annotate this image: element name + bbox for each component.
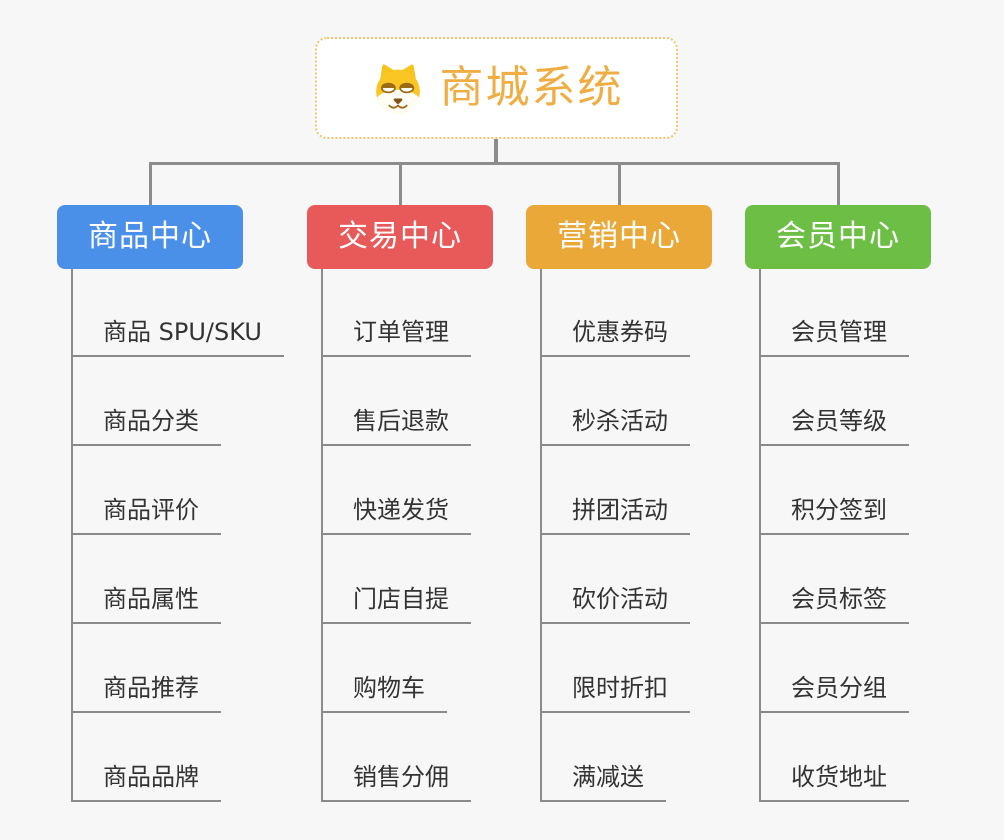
leaf-node[interactable]: 购物车 (321, 673, 447, 713)
leaf-node[interactable]: 订单管理 (321, 317, 471, 357)
branch-column-member-center: 会员中心 会员管理 会员等级 积分签到 会员标签 会员分组 收货地址 (745, 205, 1004, 815)
connector-drop-1 (149, 162, 152, 205)
leaf-node[interactable]: 商品评价 (71, 495, 221, 535)
branch-label: 会员中心 (776, 219, 900, 254)
child-connector-line (321, 269, 323, 802)
branch-node-trade-center[interactable]: 交易中心 (307, 205, 493, 269)
leaf-node[interactable]: 会员等级 (759, 406, 909, 446)
shiba-dog-icon (375, 64, 420, 114)
leaf-node[interactable]: 销售分佣 (321, 762, 471, 802)
leaf-node[interactable]: 商品属性 (71, 584, 221, 624)
connector-root-stem (494, 139, 498, 165)
branch-label: 营销中心 (557, 219, 681, 254)
connector-horizontal-bar (149, 162, 840, 165)
child-connector-line (540, 269, 542, 802)
branch-label: 商品中心 (88, 219, 212, 254)
connector-drop-4 (837, 162, 840, 205)
leaf-node[interactable]: 满减送 (540, 762, 666, 802)
root-node[interactable]: 商城系统 (315, 37, 678, 139)
branch-node-member-center[interactable]: 会员中心 (745, 205, 931, 269)
leaf-node[interactable]: 商品品牌 (71, 762, 221, 802)
leaf-node[interactable]: 砍价活动 (540, 584, 690, 624)
branch-label: 交易中心 (338, 219, 462, 254)
leaf-node[interactable]: 会员标签 (759, 584, 909, 624)
connector-drop-2 (399, 162, 402, 205)
leaf-node[interactable]: 快递发货 (321, 495, 471, 535)
leaf-node[interactable]: 拼团活动 (540, 495, 690, 535)
child-connector-line (71, 269, 73, 802)
leaf-node[interactable]: 积分签到 (759, 495, 909, 535)
leaf-node[interactable]: 收货地址 (759, 762, 909, 802)
leaf-node[interactable]: 限时折扣 (540, 673, 690, 713)
child-connector-line (759, 269, 761, 802)
leaf-node[interactable]: 商品推荐 (71, 673, 221, 713)
branch-column-marketing-center: 营销中心 优惠券码 秒杀活动 拼团活动 砍价活动 限时折扣 满减送 (526, 205, 786, 815)
leaf-node[interactable]: 优惠券码 (540, 317, 690, 357)
connector-drop-3 (618, 162, 621, 205)
leaf-node[interactable]: 商品 SPU/SKU (71, 317, 284, 357)
leaf-node[interactable]: 商品分类 (71, 406, 221, 446)
leaf-node[interactable]: 会员分组 (759, 673, 909, 713)
leaf-node[interactable]: 门店自提 (321, 584, 471, 624)
branch-node-product-center[interactable]: 商品中心 (57, 205, 243, 269)
branch-column-trade-center: 交易中心 订单管理 售后退款 快递发货 门店自提 购物车 销售分佣 (307, 205, 567, 815)
root-label: 商城系统 (439, 62, 624, 113)
leaf-node[interactable]: 会员管理 (759, 317, 909, 357)
leaf-node[interactable]: 售后退款 (321, 406, 471, 446)
leaf-node[interactable]: 秒杀活动 (540, 406, 690, 446)
branch-node-marketing-center[interactable]: 营销中心 (526, 205, 712, 269)
branch-column-product-center: 商品中心 商品 SPU/SKU 商品分类 商品评价 商品属性 商品推荐 商品品牌 (57, 205, 317, 815)
